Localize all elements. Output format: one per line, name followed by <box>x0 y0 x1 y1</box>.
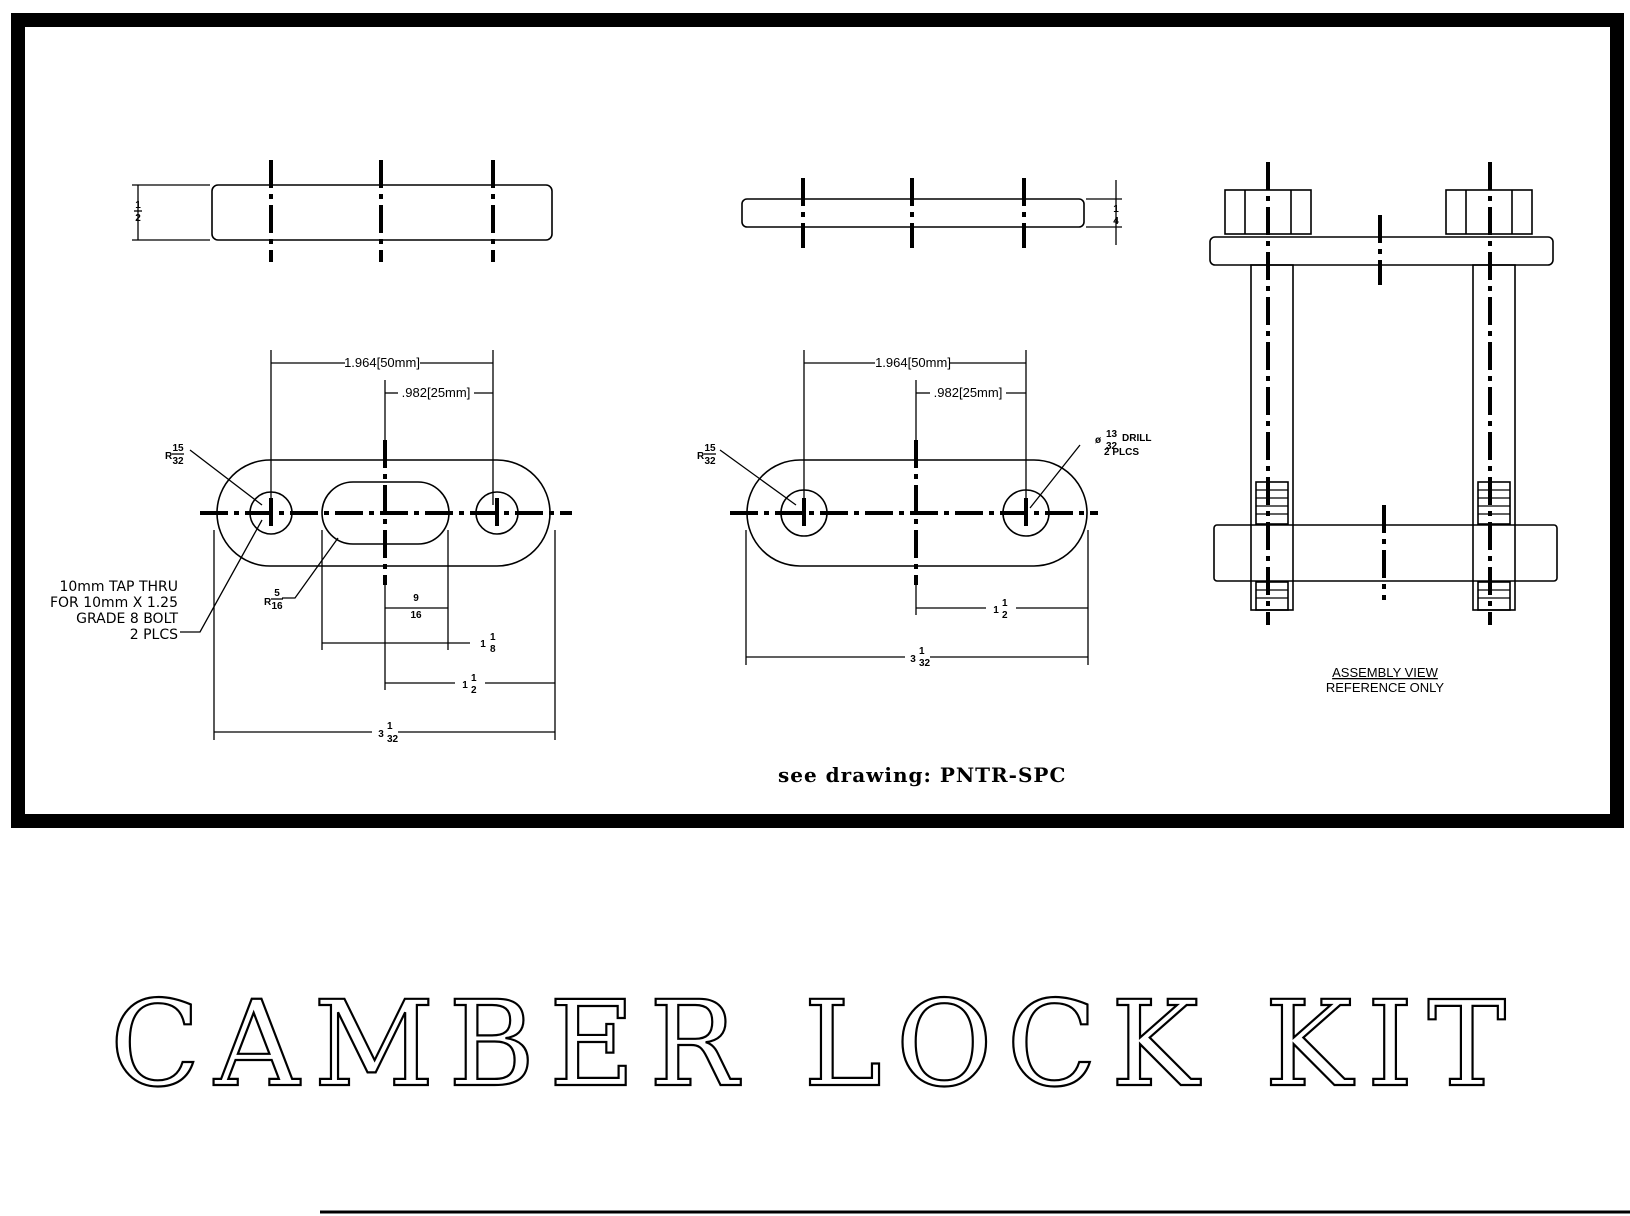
left-slot <box>321 481 450 545</box>
left-overall-num: 1 <box>387 721 393 732</box>
drill-note-line-2: 2 PLCS <box>1104 447 1139 458</box>
slot-length-den: 8 <box>490 644 496 655</box>
left-thickness-num: 1 <box>135 200 141 211</box>
slot-length-whole: 1 <box>480 639 486 650</box>
tap-note-line-1: 10mm TAP THRU <box>59 579 178 595</box>
svg-text:R: R <box>165 451 173 462</box>
left-overall-whole: 3 <box>378 729 384 740</box>
right-part-side-view: 1 4 <box>741 178 1122 248</box>
drill-den: 32 <box>1106 441 1118 452</box>
reference-note: see drawing: PNTR-SPC <box>778 763 1066 787</box>
bolt-left <box>1250 264 1294 611</box>
tap-note-line-4: 2 PLCS <box>130 627 178 643</box>
drill-prefix: ø <box>1095 435 1102 446</box>
slot-length-num: 1 <box>490 632 496 643</box>
drawing-border <box>11 13 1624 828</box>
drill-note-line-1: DRILL <box>1122 433 1151 444</box>
slot-half-num: 9 <box>413 593 419 604</box>
right-dim-centers: 1.964[50mm] <box>875 355 951 370</box>
svg-text:R: R <box>264 597 272 608</box>
right-part-top-view: 1.964[50mm] .982[25mm] R 15 32 ø 13 32 D… <box>697 350 1151 669</box>
slot-radius-num: 5 <box>274 588 280 599</box>
left-thickness-den: 2 <box>135 213 141 224</box>
left-dim-half: .982[25mm] <box>402 385 471 400</box>
left-dim-centers: 1.964[50mm] <box>344 355 420 370</box>
left-radius-den: 32 <box>172 456 184 467</box>
right-dim-half: .982[25mm] <box>934 385 1003 400</box>
tap-note-line-2: FOR 10mm X 1.25 <box>50 595 178 611</box>
thread-hatching <box>1255 481 1511 611</box>
right-overall-num: 1 <box>919 646 925 657</box>
page-title: CAMBER LOCK KIT <box>110 975 1520 1113</box>
right-halflen-whole: 1 <box>993 605 999 616</box>
left-radius-num: 15 <box>172 443 184 454</box>
right-thickness-den: 4 <box>1113 216 1119 227</box>
assembly-view: ASSEMBLY VIEW REFERENCE ONLY <box>1209 162 1558 695</box>
assembly-label-line-1: ASSEMBLY VIEW <box>1332 665 1438 680</box>
bolt-right <box>1472 264 1516 611</box>
right-halflen-den: 2 <box>1002 610 1008 621</box>
left-overall-den: 32 <box>387 734 399 745</box>
left-part-side-view: 1 2 <box>132 160 553 262</box>
slot-radius-den: 16 <box>271 601 283 612</box>
slot-half-den: 16 <box>410 610 422 621</box>
right-radius-den: 32 <box>704 456 716 467</box>
left-part-top-view: 1.964[50mm] .982[25mm] R 15 32 10mm TAP … <box>50 350 572 745</box>
right-radius-num: 15 <box>704 443 716 454</box>
right-overall-den: 32 <box>919 658 931 669</box>
drill-num: 13 <box>1106 429 1118 440</box>
right-thickness-num: 1 <box>1113 204 1119 215</box>
left-halflen-num: 1 <box>471 673 477 684</box>
right-halflen-num: 1 <box>1002 598 1008 609</box>
left-halflen-den: 2 <box>471 685 477 696</box>
right-overall-whole: 3 <box>910 654 916 665</box>
left-halflen-whole: 1 <box>462 680 468 691</box>
svg-text:R: R <box>697 451 705 462</box>
assembly-label-line-2: REFERENCE ONLY <box>1326 680 1445 695</box>
tap-note-line-3: GRADE 8 BOLT <box>76 611 178 627</box>
